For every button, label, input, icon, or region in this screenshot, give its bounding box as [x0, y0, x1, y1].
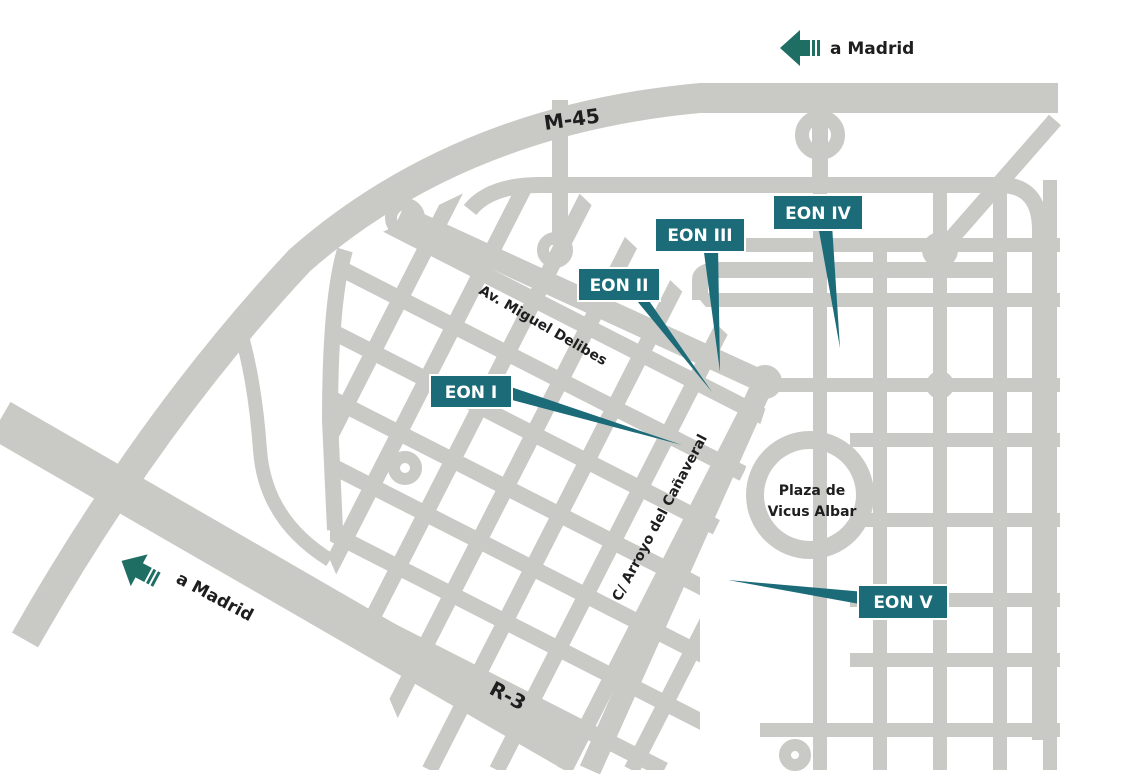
m45-label: M-45 — [542, 103, 601, 135]
plaza-label-line2: Vicus Albar — [768, 504, 857, 520]
arrow-left-icon — [780, 30, 820, 66]
plaza-label-line1: Plaza de — [779, 483, 846, 499]
building-label: EON V — [873, 593, 933, 613]
building-pointers — [505, 225, 865, 605]
building-label: EON III — [667, 226, 732, 246]
top-roundabout — [795, 110, 845, 160]
building-label: EON IV — [785, 204, 852, 224]
building-eon-1[interactable]: EON I — [429, 374, 513, 409]
building-label: EON II — [590, 276, 649, 296]
building-eon-5[interactable]: EON V — [857, 584, 949, 620]
roundabouts — [385, 198, 958, 771]
building-eon-4[interactable]: EON IV — [772, 194, 864, 231]
right-street-grid — [700, 180, 1060, 770]
street — [330, 175, 541, 593]
building-eon-2[interactable]: EON II — [577, 267, 661, 302]
direction-label-top: a Madrid — [830, 39, 914, 59]
plaza-roundabout — [746, 431, 874, 559]
arrow-left-icon — [121, 554, 161, 587]
street — [330, 175, 474, 461]
building-label: EON I — [445, 383, 498, 403]
r3-highway — [0, 401, 586, 771]
main-avenues — [233, 205, 775, 774]
building-eon-3[interactable]: EON III — [654, 217, 746, 253]
